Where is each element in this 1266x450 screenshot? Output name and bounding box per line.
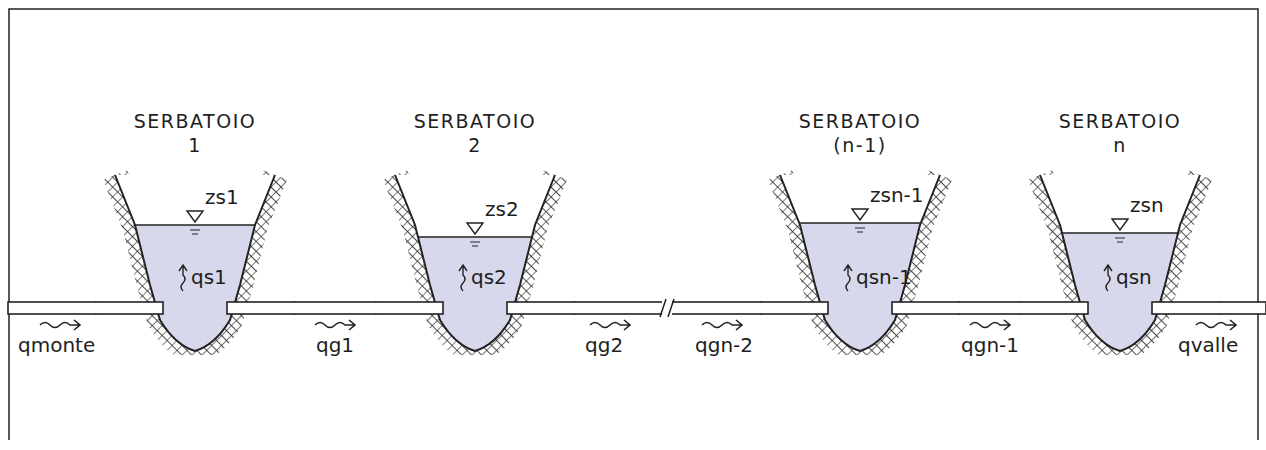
pipe-flow-label: qg1	[316, 333, 354, 357]
reservoir-flow: qsn-1	[856, 265, 912, 289]
reservoir-flow-holder: qsn	[1116, 265, 1152, 289]
flow-label-holder: qvalle	[1178, 333, 1238, 357]
surface-level: zsn-1	[870, 183, 924, 207]
pipe	[959, 302, 1021, 330]
pipe	[574, 299, 761, 317]
flow-label: qgn-2	[695, 333, 753, 357]
flow-label: qg2	[585, 333, 623, 357]
reservoir-title: SERBATOIO n	[1059, 109, 1181, 157]
frame	[9, 9, 1258, 440]
reservoir: SERBATOIO 1 zs1 qs1	[95, 105, 295, 355]
reservoir-flow-holder: qs2	[471, 265, 507, 289]
pipe-flow-label-holder: qgn-1	[961, 333, 1019, 357]
surface-level: zs2	[485, 197, 519, 221]
flow-label: qvalle	[1178, 333, 1238, 357]
pipe-flow-label: qgn-1	[961, 333, 1019, 357]
flow-label-holder: qg2	[585, 333, 623, 357]
flow-label: qmonte	[18, 333, 95, 357]
reservoir-flow-holder: qsn-1	[856, 265, 912, 289]
reservoir-title: SERBATOIO 1	[134, 109, 256, 157]
pipe-upstream	[8, 302, 96, 314]
reservoir-title-holder: SERBATOIO n	[1020, 109, 1220, 157]
pipe-downstream	[1219, 302, 1266, 314]
surface-level-holder: zs1	[205, 185, 239, 209]
pipe-flow-label-holder: qg1	[316, 333, 354, 357]
reservoir-flow: qs1	[191, 265, 227, 289]
reservoir-title-holder: SERBATOIO 1	[95, 109, 295, 157]
reservoir: SERBATOIO (n-1) zsn-1 qsn-1	[760, 105, 960, 355]
reservoir-title: SERBATOIO (n-1)	[799, 109, 921, 157]
reservoir-flow-holder: qs1	[191, 265, 227, 289]
flow-label-holder: qgn-2	[695, 333, 753, 357]
reservoir-title-holder: SERBATOIO (n-1)	[760, 109, 960, 157]
reservoir-title: SERBATOIO 2	[414, 109, 536, 157]
surface-level-holder: zs2	[485, 197, 519, 221]
surface-level-holder: zsn-1	[870, 183, 924, 207]
surface-level: zs1	[205, 185, 239, 209]
surface-level: zsn	[1130, 193, 1164, 217]
reservoir-flow: qs2	[471, 265, 507, 289]
reservoir-flow: qsn	[1116, 265, 1152, 289]
surface-level-holder: zsn	[1130, 193, 1164, 217]
flow-label-holder: qmonte	[18, 333, 95, 357]
reservoir: SERBATOIO 2 zs2 qs2	[375, 105, 575, 355]
reservoir: SERBATOIO n zsn qsn	[1020, 105, 1220, 355]
reservoir-title-holder: SERBATOIO 2	[375, 109, 575, 157]
pipe	[294, 302, 376, 330]
